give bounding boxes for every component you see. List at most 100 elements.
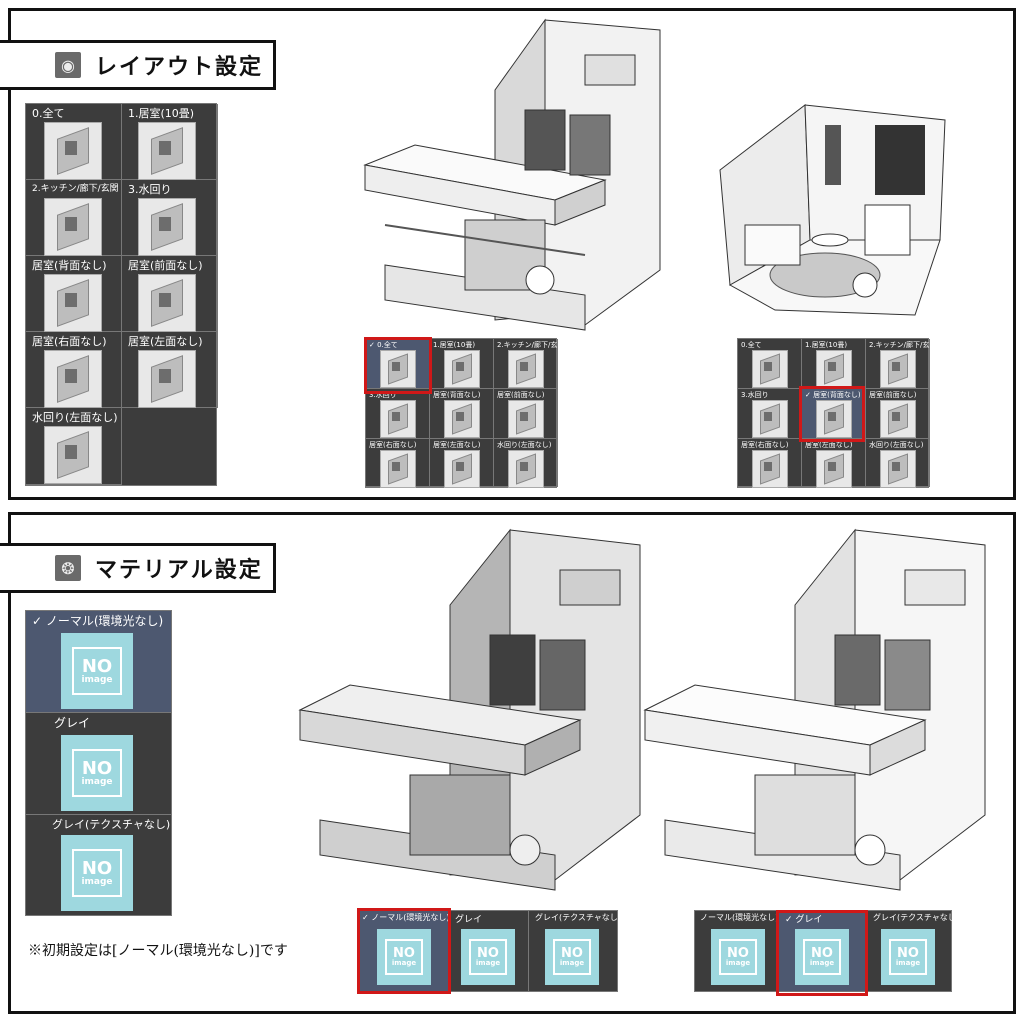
mini-grid-item[interactable]: 水回り(左面なし) bbox=[866, 439, 930, 488]
mini-grid-label: 3.水回り bbox=[741, 391, 769, 399]
layout-thumbnail bbox=[508, 450, 544, 488]
mini-grid-item[interactable]: 0.全て bbox=[738, 339, 802, 389]
mini-grid-item[interactable]: ✓ 0.全て bbox=[366, 339, 430, 389]
mini-grid-label: ✓ 0.全て bbox=[369, 341, 398, 349]
layout-item-label: 居室(背面なし) bbox=[32, 259, 107, 272]
material-strip-label: ノーマル(環境光なし) bbox=[700, 913, 779, 922]
mini-grid-item[interactable]: 1.居室(10畳) bbox=[802, 339, 866, 389]
mini-grid-label: 2.キッチン/廊下/玄関 bbox=[869, 341, 937, 349]
selection-highlight bbox=[357, 908, 451, 994]
material-banner: ❂ マテリアル設定 bbox=[0, 543, 276, 593]
mini-grid-label: 居室(左面なし) bbox=[805, 441, 853, 449]
layout-item[interactable]: 0.全て bbox=[26, 104, 122, 180]
mini-grid-item[interactable]: 水回り(左面なし) bbox=[494, 439, 558, 488]
layout-item[interactable]: 3.水回り bbox=[122, 180, 218, 256]
no-image-subtext: image bbox=[81, 776, 113, 787]
layout-thumbnail bbox=[138, 122, 196, 180]
layout-thumbnail bbox=[138, 274, 196, 332]
layout-item[interactable]: 居室(前面なし) bbox=[122, 256, 218, 332]
layout-item[interactable]: 水回り(左面なし) bbox=[26, 408, 122, 485]
layout-item-label: 2.キッチン/廊下/玄関 bbox=[32, 184, 119, 194]
material-title: マテリアル設定 bbox=[95, 557, 263, 583]
layout-item-label: 居室(右面なし) bbox=[32, 335, 107, 348]
no-image-thumbnail: NO image bbox=[61, 735, 133, 811]
mini-grid-item[interactable]: 3.水回り bbox=[738, 389, 802, 439]
layout-list: 0.全て 1.居室(10畳) 2.キッチン/廊下/玄関 3.水回り 居室(背面な… bbox=[25, 103, 218, 486]
material-icon: ❂ bbox=[55, 555, 81, 581]
mini-grid-label: 居室(前面なし) bbox=[869, 391, 917, 399]
mini-grid-label: 水回り(左面なし) bbox=[869, 441, 924, 449]
building-render-normal bbox=[298, 528, 641, 891]
material-strip-label: ✓ グレイ bbox=[785, 915, 823, 925]
layout-icon: ◉ bbox=[55, 52, 81, 78]
mini-grid-item[interactable]: ✓ 居室(背面なし) bbox=[802, 389, 866, 439]
mini-grid-item[interactable]: 2.キッチン/廊下/玄関 bbox=[866, 339, 936, 389]
building-render-full bbox=[363, 18, 661, 331]
mini-grid-item[interactable]: 居室(背面なし) bbox=[430, 389, 494, 439]
mini-grid-item[interactable]: 居室(前面なし) bbox=[494, 389, 558, 439]
layout-item[interactable]: 居室(背面なし) bbox=[26, 256, 122, 332]
layout-item[interactable]: 居室(左面なし) bbox=[122, 332, 218, 408]
layout-thumbnail bbox=[816, 400, 852, 438]
mini-grid-item[interactable]: 居室(左面なし) bbox=[802, 439, 866, 488]
layout-item[interactable]: 1.居室(10畳) bbox=[122, 104, 218, 180]
layout-thumbnail bbox=[380, 450, 416, 488]
material-strip-label: グレイ(テクスチャなし) bbox=[535, 913, 621, 922]
mini-grid-label: 居室(前面なし) bbox=[497, 391, 545, 399]
material-strip-label: グレイ(テクスチャなし) bbox=[873, 913, 959, 922]
mini-grid-item[interactable]: 居室(左面なし) bbox=[430, 439, 494, 488]
building-render-gray bbox=[643, 528, 986, 891]
layout-banner: ◉ レイアウト設定 bbox=[0, 40, 276, 90]
layout-title: レイアウト設定 bbox=[95, 54, 264, 80]
material-item[interactable]: グレイ(テクスチャなし) NO image bbox=[26, 815, 171, 915]
material-strip-label: ✓ ノーマル(環境光なし) bbox=[362, 913, 450, 922]
material-item[interactable]: ✓ ノーマル(環境光なし) NO image bbox=[26, 611, 171, 713]
layout-item[interactable]: 2.キッチン/廊下/玄関 bbox=[26, 180, 122, 256]
material-strip-label: グレイ bbox=[455, 915, 483, 925]
layout-item-label: 居室(左面なし) bbox=[128, 335, 203, 348]
layout-thumbnail bbox=[880, 400, 916, 438]
selection-highlight bbox=[776, 910, 868, 996]
selection-highlight bbox=[364, 337, 432, 394]
layout-item-label: 水回り(左面なし) bbox=[32, 411, 118, 424]
mini-grid-label: 居室(左面なし) bbox=[433, 441, 481, 449]
mini-grid-item[interactable]: 居室(前面なし) bbox=[866, 389, 930, 439]
material-item[interactable]: グレイ NO image bbox=[26, 713, 171, 815]
no-image-thumbnail: NO image bbox=[61, 835, 133, 911]
mini-grid-label: 1.居室(10畳) bbox=[805, 341, 848, 349]
mini-grid-item[interactable]: 1.居室(10畳) bbox=[430, 339, 494, 389]
layout-thumbnail bbox=[138, 198, 196, 256]
layout-thumbnail bbox=[380, 400, 416, 438]
layout-thumbnail bbox=[508, 350, 544, 388]
layout-thumbnail bbox=[44, 198, 102, 256]
layout-thumbnail bbox=[508, 400, 544, 438]
layout-thumbnail bbox=[752, 400, 788, 438]
default-setting-note: ※初期設定は[ノーマル(環境光なし)]です bbox=[28, 943, 288, 959]
mini-grid-label: 1.居室(10畳) bbox=[433, 341, 476, 349]
no-image-subtext: image bbox=[81, 674, 113, 685]
mini-grid-item[interactable]: 居室(右面なし) bbox=[738, 439, 802, 488]
layout-item[interactable]: 居室(右面なし) bbox=[26, 332, 122, 408]
layout-thumbnail bbox=[138, 350, 196, 408]
layout-item-label: 3.水回り bbox=[128, 183, 172, 196]
material-item-label: ✓ ノーマル(環境光なし) bbox=[32, 614, 164, 628]
layout-thumbnail bbox=[816, 450, 852, 488]
mini-grid-item[interactable]: 3.水回り bbox=[366, 389, 430, 439]
mini-grid-item[interactable]: 2.キッチン/廊下/玄関 bbox=[494, 339, 564, 389]
no-image-thumbnail: NO image bbox=[61, 633, 133, 709]
room-render bbox=[719, 104, 946, 316]
layout-thumbnail bbox=[880, 350, 916, 388]
mini-grid-item[interactable]: 居室(右面なし) bbox=[366, 439, 430, 488]
mini-grid-label: 水回り(左面なし) bbox=[497, 441, 552, 449]
